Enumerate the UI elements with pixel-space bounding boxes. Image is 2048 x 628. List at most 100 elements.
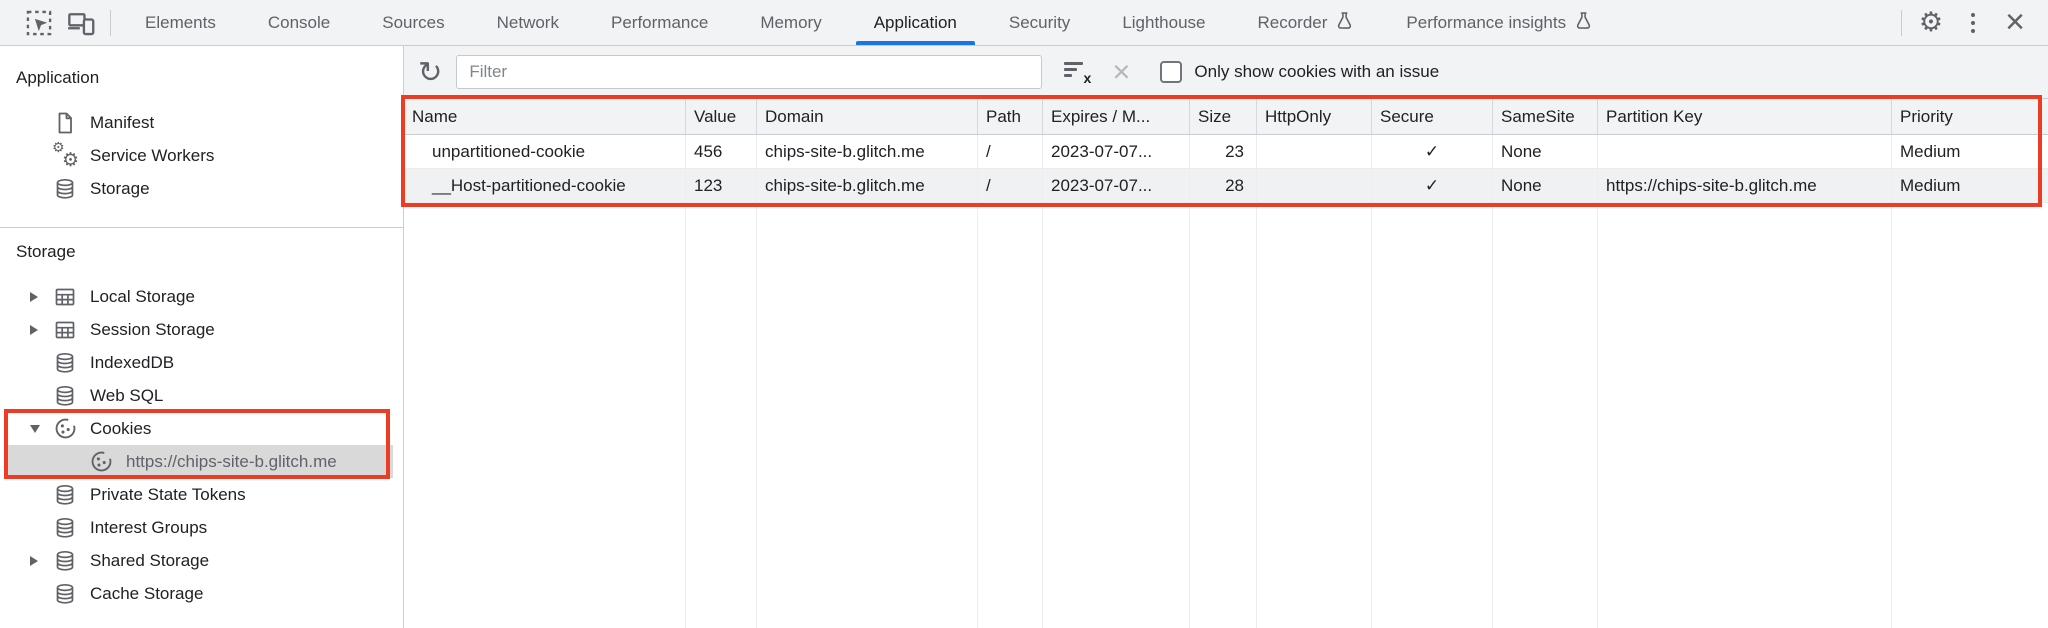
sidebar-item-interest-groups[interactable]: Interest Groups: [0, 511, 403, 544]
sidebar-item-label: Interest Groups: [90, 517, 208, 537]
sidebar-item-label: Local Storage: [90, 286, 195, 306]
sidebar-item-label: Cache Storage: [90, 583, 204, 603]
sidebar-item-indexeddb[interactable]: IndexedDB: [0, 346, 403, 379]
inspect-element-icon[interactable]: [18, 3, 60, 43]
delete-cookie-icon[interactable]: ×: [1112, 54, 1131, 89]
document-icon: [52, 110, 78, 136]
sidebar-item-local-storage[interactable]: Local Storage: [0, 280, 403, 313]
sidebar-item-cookies[interactable]: Cookies: [0, 412, 403, 445]
database-icon: [52, 482, 78, 508]
cell-priority: Medium: [1900, 175, 1961, 195]
cell-priority: Medium: [1900, 141, 1961, 161]
sidebar-item-label: Cookies: [90, 418, 152, 438]
empty-column: [757, 203, 978, 628]
only-issue-checkbox[interactable]: [1160, 61, 1183, 83]
section-title-application: Application: [16, 68, 100, 87]
devtools-tabbar: Elements Console Sources Network Perform…: [0, 0, 2048, 46]
column-header-expires[interactable]: Expires / M...: [1043, 99, 1190, 134]
settings-gear-icon[interactable]: ⚙: [1918, 7, 1944, 37]
sidebar-item-storage[interactable]: Storage: [0, 172, 403, 205]
cell-path: /: [978, 169, 1043, 202]
tab-console[interactable]: Console: [242, 0, 356, 45]
cell-path: /: [978, 135, 1043, 168]
database-icon: [52, 581, 78, 607]
cell-secure-checkmark: ✓: [1372, 169, 1493, 202]
tab-elements[interactable]: Elements: [119, 0, 242, 45]
cookie-icon: [88, 449, 114, 475]
database-icon: [52, 176, 78, 202]
column-header-secure[interactable]: Secure: [1372, 99, 1493, 134]
cookies-table-header: Name Value Domain Path Expires / M... Si…: [404, 99, 2048, 135]
sidebar-item-label: Web SQL: [90, 385, 164, 405]
tab-memory[interactable]: Memory: [734, 0, 847, 45]
cookie-row-host-partitioned[interactable]: __Host-partitioned-cookie 123 chips-site…: [404, 169, 2048, 203]
cell-expires: 2023-07-07...: [1043, 169, 1190, 202]
cookies-table: Name Value Domain Path Expires / M... Si…: [401, 95, 2048, 628]
sidebar-item-service-workers[interactable]: ⚙⚙ Service Workers: [0, 139, 403, 172]
gears-icon: ⚙⚙: [52, 138, 79, 171]
tab-performance-insights[interactable]: Performance insights: [1380, 0, 1619, 45]
tree-expand-icon[interactable]: [30, 324, 52, 335]
clear-filter-icon[interactable]: x: [1064, 62, 1091, 86]
column-header-size[interactable]: Size: [1190, 99, 1257, 134]
refresh-icon[interactable]: ↻: [418, 56, 443, 89]
cookies-pane: ↻ x × Only show cookies with an issue Na…: [401, 46, 2048, 628]
column-header-name[interactable]: Name: [404, 99, 686, 134]
tab-recorder[interactable]: Recorder: [1232, 0, 1381, 45]
application-sidebar: Application Manifest ⚙⚙ Service Workers …: [0, 46, 404, 628]
tab-lighthouse[interactable]: Lighthouse: [1096, 0, 1231, 45]
close-devtools-icon[interactable]: ×: [2005, 3, 2025, 41]
column-header-domain[interactable]: Domain: [757, 99, 978, 134]
panel-tabs: Elements Console Sources Network Perform…: [119, 0, 1619, 45]
sidebar-item-label: IndexedDB: [90, 352, 175, 372]
sidebar-item-cookie-origin[interactable]: https://chips-site-b.glitch.me: [8, 445, 393, 478]
tab-label: Console: [267, 12, 331, 32]
column-header-priority[interactable]: Priority: [1900, 106, 1953, 126]
sidebar-item-shared-storage[interactable]: Shared Storage: [0, 544, 403, 577]
tab-performance[interactable]: Performance: [585, 0, 734, 45]
section-title-storage: Storage: [16, 242, 76, 261]
application-panel: Application Manifest ⚙⚙ Service Workers …: [0, 46, 2048, 628]
cell-value: 123: [686, 169, 757, 202]
sidebar-item-private-state-tokens[interactable]: Private State Tokens: [0, 478, 403, 511]
sidebar-item-manifest[interactable]: Manifest: [0, 106, 403, 139]
tab-label: Elements: [145, 12, 216, 32]
sidebar-item-label: Manifest: [90, 112, 155, 132]
column-header-httponly[interactable]: HttpOnly: [1257, 99, 1372, 134]
table-icon: [52, 284, 78, 310]
tab-network[interactable]: Network: [471, 0, 585, 45]
application-section-items: Manifest ⚙⚙ Service Workers Storage: [0, 106, 403, 205]
cell-domain: chips-site-b.glitch.me: [757, 135, 978, 168]
empty-column: [1892, 203, 2048, 628]
tab-security[interactable]: Security: [983, 0, 1096, 45]
sidebar-item-cache-storage[interactable]: Cache Storage: [0, 577, 403, 610]
more-options-icon[interactable]: [1952, 3, 1994, 43]
filter-input[interactable]: [456, 55, 1043, 89]
tree-collapse-icon[interactable]: [30, 424, 52, 433]
toolbar-divider: [1901, 9, 1902, 36]
flask-icon: [1335, 11, 1354, 35]
tab-label: Network: [496, 12, 559, 32]
column-header-path[interactable]: Path: [978, 99, 1043, 134]
device-toolbar-icon[interactable]: [60, 3, 102, 43]
sidebar-item-web-sql[interactable]: Web SQL: [0, 379, 403, 412]
tab-label: Security: [1008, 12, 1071, 32]
sidebar-item-session-storage[interactable]: Session Storage: [0, 313, 403, 346]
tab-label: Recorder: [1257, 12, 1328, 32]
tree-expand-icon[interactable]: [30, 555, 52, 566]
tab-application[interactable]: Application: [848, 0, 983, 45]
cell-secure-checkmark: ✓: [1372, 135, 1493, 168]
tab-label: Application: [873, 12, 957, 32]
column-header-samesite[interactable]: SameSite: [1493, 99, 1598, 134]
cookie-row-unpartitioned[interactable]: unpartitioned-cookie 456 chips-site-b.gl…: [404, 135, 2048, 169]
column-header-partition-key[interactable]: Partition Key: [1598, 99, 1892, 134]
empty-column: [404, 203, 686, 628]
empty-column: [1190, 203, 1257, 628]
column-header-value[interactable]: Value: [686, 99, 757, 134]
cell-samesite: None: [1493, 169, 1598, 202]
tab-sources[interactable]: Sources: [356, 0, 470, 45]
tab-label: Memory: [760, 12, 822, 32]
tab-label: Performance: [610, 12, 709, 32]
tree-expand-icon[interactable]: [30, 291, 52, 302]
cell-expires: 2023-07-07...: [1043, 135, 1190, 168]
